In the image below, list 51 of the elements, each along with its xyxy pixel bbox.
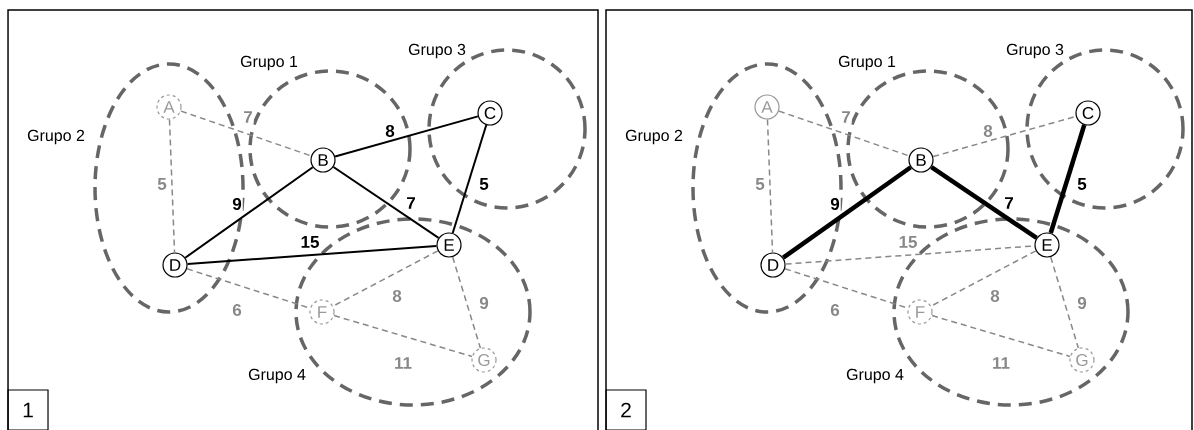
edge-label: 7 [1003, 196, 1015, 210]
graph-edge [451, 256, 482, 349]
edge-label: 9 [478, 295, 490, 310]
edge-label: 7 [405, 196, 417, 210]
panel-frame [605, 9, 1193, 430]
edge-label: 11 [393, 356, 413, 370]
graph-edge [778, 110, 910, 157]
panel-number: 1 [7, 389, 49, 430]
edge-label: 15 [299, 235, 321, 249]
graph-edge [180, 110, 312, 157]
node-label: Grupo 2 [625, 129, 683, 145]
node-label: Grupo 4 [846, 368, 904, 384]
edge-label: 5 [1076, 177, 1088, 191]
edge-label: 9 [1076, 295, 1088, 310]
edge-label: 7 [242, 110, 254, 124]
graph-edge [186, 244, 438, 266]
graph-edge [332, 250, 439, 307]
edge-label: 7 [840, 110, 852, 124]
edge-label: 6 [231, 302, 243, 317]
edge-label: 9 [829, 197, 841, 211]
graph-edge [766, 118, 774, 254]
edge-label: 8 [384, 124, 396, 138]
graph-edge [930, 165, 1038, 240]
edge-label: 8 [391, 288, 403, 303]
graph-edge [930, 250, 1037, 307]
edge-label: 8 [982, 124, 994, 138]
edge-label: 5 [754, 177, 766, 191]
graph-edge [1048, 124, 1087, 234]
edge-label: 9 [231, 197, 243, 211]
graph-edge [184, 166, 314, 259]
graph-edge [451, 124, 488, 234]
graph-edge [334, 115, 479, 158]
panel-number: 2 [605, 389, 647, 430]
edge-label: 6 [829, 302, 841, 317]
edge-label: 5 [156, 177, 168, 191]
node-label: Grupo 4 [248, 368, 306, 384]
graph-edge [332, 166, 440, 239]
graph-edge [168, 118, 176, 254]
graph-edge [932, 115, 1077, 158]
edge-label: 5 [478, 177, 490, 191]
node-label: Grupo 1 [838, 55, 896, 71]
panel-frame [7, 9, 599, 430]
graph-edge [931, 314, 1071, 358]
graph-edge [333, 314, 473, 358]
node-label: Grupo 2 [27, 129, 85, 145]
edge-label: 8 [989, 288, 1001, 303]
edge-label: 15 [897, 235, 919, 249]
edge-label: 11 [991, 356, 1011, 370]
graph-edge [1049, 256, 1080, 349]
node-label: Grupo 1 [240, 55, 298, 71]
graph-edge [781, 165, 913, 260]
